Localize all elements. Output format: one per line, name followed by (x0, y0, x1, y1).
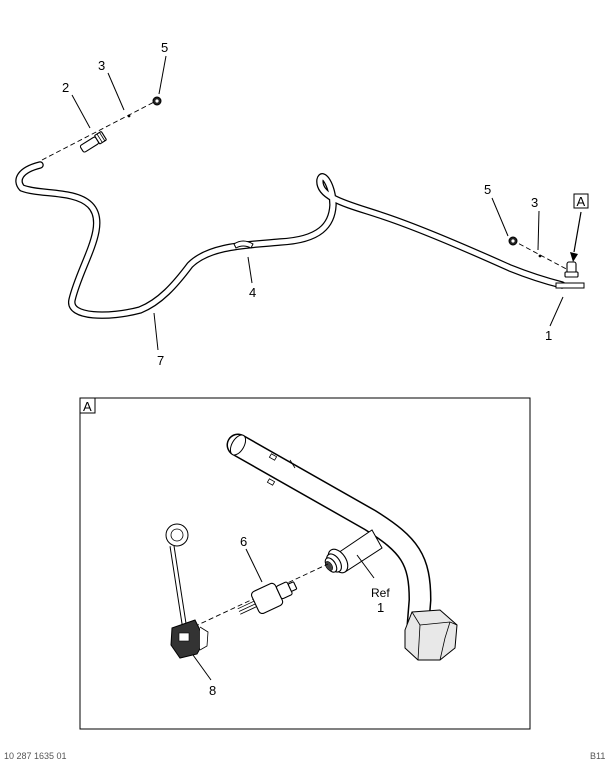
callout-3-left: 3 (98, 58, 105, 73)
right-fitting (555, 261, 585, 289)
detail-port (324, 529, 383, 574)
detail-leaders (192, 548, 375, 681)
detail-connector (165, 523, 209, 659)
callout-2: 2 (62, 80, 69, 95)
left-axis-line (41, 99, 159, 161)
left-nut (152, 96, 162, 106)
callout-5-right: 5 (484, 182, 491, 197)
left-connector (79, 131, 107, 153)
callout-4: 4 (249, 285, 256, 300)
callout-1: 1 (545, 328, 552, 343)
svg-text:A: A (577, 194, 586, 209)
detail-sensor (237, 581, 298, 615)
view-marker-top: A (573, 193, 589, 209)
callout-5-left: 5 (161, 40, 168, 55)
detail-pipe (226, 433, 432, 637)
detail-hex-nut (404, 609, 458, 661)
right-seal (538, 254, 542, 258)
callout-7: 7 (157, 353, 164, 368)
footer-figure-id: 10 287 1635 01 (4, 751, 67, 761)
right-nut (508, 236, 518, 246)
right-axis-line (511, 239, 573, 273)
detail-axis-line (186, 563, 329, 631)
tube-clip (233, 240, 254, 249)
left-seal (127, 114, 131, 118)
callout-6: 6 (240, 534, 247, 549)
detail-view-frame (79, 397, 531, 730)
callout-ref-label: Ref (371, 586, 390, 600)
fuel-tube-assembly (15, 161, 566, 319)
top-leaders (71, 55, 582, 351)
callout-3-right: 3 (531, 195, 538, 210)
callout-8: 8 (209, 683, 216, 698)
footer-page-code: B11 (590, 751, 605, 761)
callout-ref-1: 1 (377, 600, 384, 615)
view-marker-detail: A (83, 399, 92, 414)
